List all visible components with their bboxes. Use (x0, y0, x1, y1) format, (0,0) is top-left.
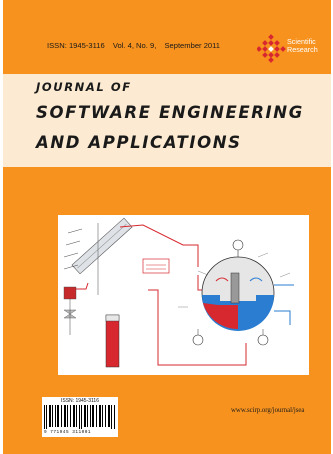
volume-text: Vol. 4, No. 9, (112, 41, 157, 50)
journal-cover: ISSN: 1945-3116 Vol. 4, No. 9, September… (3, 0, 331, 454)
journal-url[interactable]: www.scirp.org/journal/jsea (231, 407, 305, 414)
barcode-issn: ISSN: 1945-3116 (61, 398, 99, 404)
journal-title-line2: Software Engineering (36, 103, 304, 122)
scientific-research-logo (257, 34, 286, 63)
journal-title-line3: and Applications (36, 133, 242, 152)
solar-collector (71, 217, 133, 275)
cover-illustration (58, 215, 309, 375)
barcode-digits: 9 771945 311001 (44, 430, 92, 435)
date-text: September 2011 (164, 41, 221, 50)
journal-title-line1: Journal of (36, 80, 132, 94)
publisher-line2: Research (287, 45, 318, 55)
publisher-line1: Scientific (287, 37, 316, 46)
issue-info: ISSN: 1945-3116 Vol. 4, No. 9, September… (47, 41, 226, 50)
barcode-bars (44, 405, 115, 429)
publisher-name: Scientific Research (287, 37, 318, 55)
issn-text: ISSN: 1945-3116 (47, 41, 105, 50)
title-band (3, 74, 331, 167)
barcode: ISSN: 1945-3116 9 771945 311001 (42, 397, 118, 437)
